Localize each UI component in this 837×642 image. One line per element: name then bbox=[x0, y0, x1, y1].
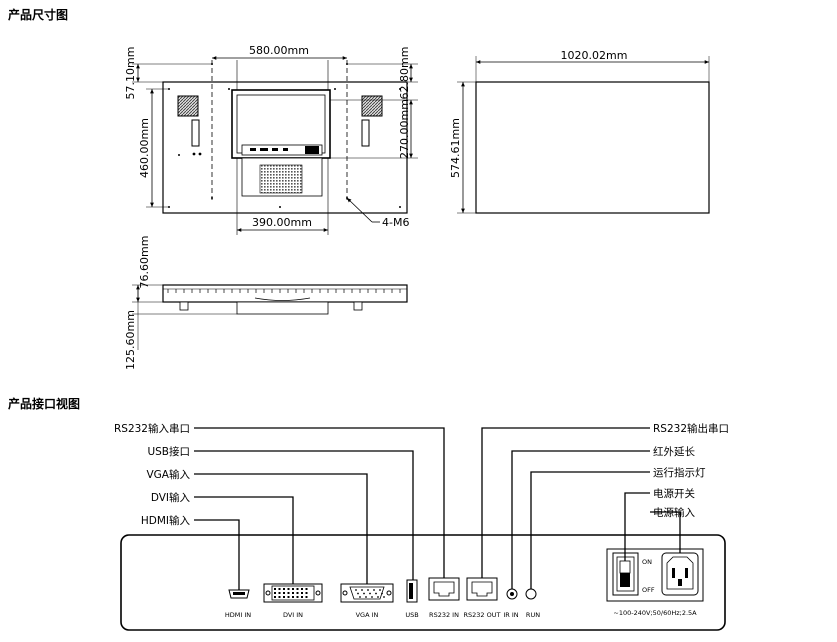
dim-inner-height: 270.00mm bbox=[398, 99, 411, 159]
left-fan bbox=[177, 95, 199, 117]
callout-run-light: 运行指示灯 bbox=[653, 466, 706, 479]
dim-top-offset: 57.10mm bbox=[124, 47, 137, 100]
dim-bottom-width: 390.00mm bbox=[252, 216, 312, 229]
callout-hdmi: HDMI输入 bbox=[141, 514, 191, 527]
dim-top-right-offset: 62.80mm bbox=[398, 47, 411, 100]
port-label-ir-in: IR IN bbox=[503, 611, 518, 619]
callout-rs232-in: RS232输入串口 bbox=[114, 422, 190, 435]
dim-side-total: 125.60mm bbox=[124, 310, 137, 370]
dim-mount-width: 580.00mm bbox=[249, 44, 309, 57]
callout-ir-ext: 红外延长 bbox=[653, 445, 695, 458]
ports-section-title: 产品接口视图 bbox=[8, 397, 81, 411]
callout-vga: VGA输入 bbox=[146, 468, 190, 481]
rear-view: 580.00mm 390.00mm 57.10mm 460.00mm 62.80… bbox=[124, 44, 418, 235]
callout-labels: RS232输入串口 USB接口 VGA输入 DVI输入 HDMI输入 RS232… bbox=[114, 422, 729, 527]
dim-total-height: 574.61mm bbox=[449, 118, 462, 178]
port-label-dvi: DVI IN bbox=[283, 611, 303, 619]
dimensions-section-title: 产品尺寸图 bbox=[8, 8, 69, 22]
ports-panel-outline bbox=[120, 534, 726, 631]
port-label-vga: VGA IN bbox=[356, 611, 379, 619]
port-label-rs232-in: RS232 IN bbox=[429, 611, 459, 619]
callouts bbox=[194, 427, 681, 590]
callout-power-switch: 电源开关 bbox=[653, 487, 695, 500]
power-rating-label: ~100-240V;50/60Hz;2.5A bbox=[613, 609, 697, 617]
side-view: 76.60mm 125.60mm bbox=[124, 236, 408, 370]
switch-off-label: OFF bbox=[642, 586, 655, 594]
screw-spec-label: 4-M6 bbox=[382, 216, 409, 229]
port-label-rs232-out: RS232 OUT bbox=[464, 611, 501, 619]
front-view: 1020.02mm 574.61mm bbox=[449, 49, 710, 214]
callout-dvi: DVI输入 bbox=[151, 491, 191, 504]
port-label-hdmi: HDMI IN bbox=[225, 611, 251, 619]
dim-total-width: 1020.02mm bbox=[561, 49, 628, 62]
ports-panel: HDMI IN DVI IN VGA IN USB RS232 IN RS232… bbox=[120, 534, 726, 631]
front-panel-outline bbox=[475, 81, 710, 214]
port-label-run: RUN bbox=[526, 611, 540, 619]
callout-rs232-out: RS232输出串口 bbox=[653, 422, 729, 435]
right-fan bbox=[361, 95, 383, 117]
dim-mount-height: 460.00mm bbox=[138, 118, 151, 178]
callout-usb: USB接口 bbox=[147, 445, 190, 458]
switch-on-label: ON bbox=[642, 558, 652, 566]
callout-power-input: 电源输入 bbox=[653, 506, 695, 519]
dim-side-depth: 76.60mm bbox=[138, 236, 151, 289]
port-label-usb: USB bbox=[405, 611, 418, 619]
